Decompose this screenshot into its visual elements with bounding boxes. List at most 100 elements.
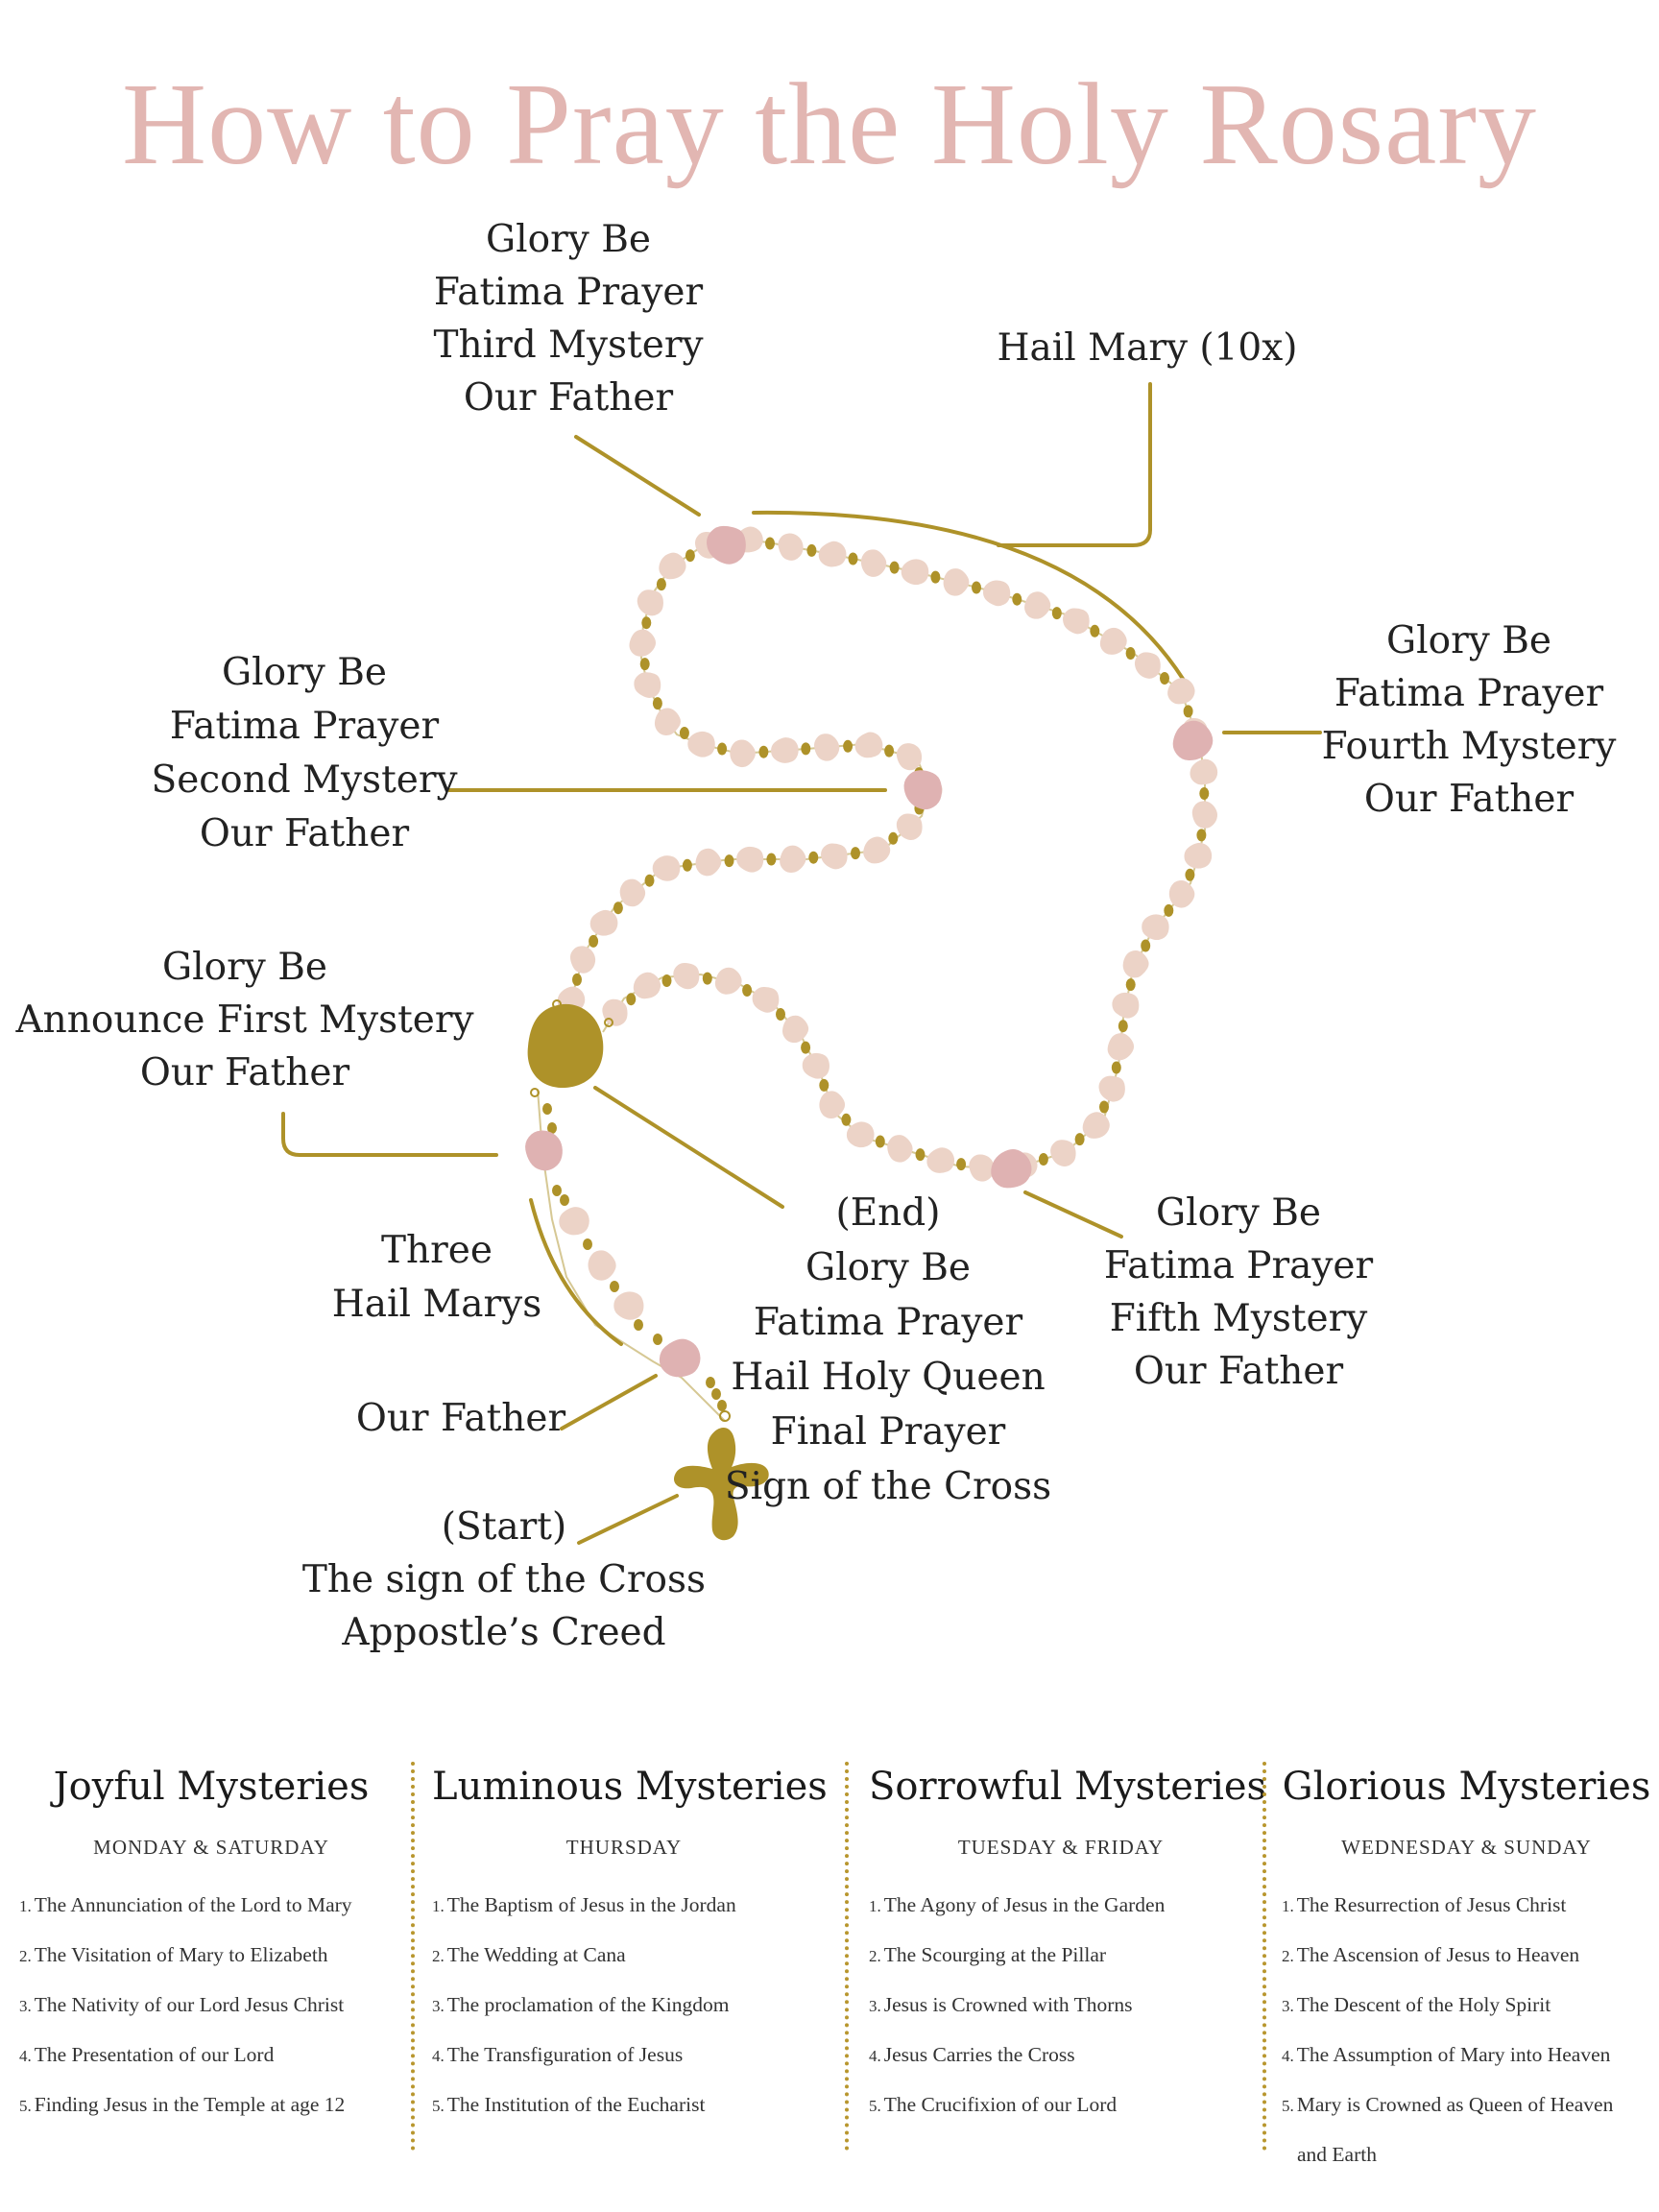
- chain-link: [1196, 829, 1207, 842]
- chain-link: [717, 1400, 727, 1411]
- mystery-item: 3.Jesus is Crowned with Thorns: [869, 1993, 1133, 2016]
- chain-link: [742, 984, 753, 997]
- label-line: Hail Holy Queen: [731, 1356, 1045, 1399]
- chain-link: [583, 1238, 592, 1250]
- rosary-beads: [525, 525, 1218, 1411]
- mystery-item: 2.The Ascension of Jesus to Heaven: [1282, 1943, 1580, 1966]
- chain-link: [875, 1135, 885, 1148]
- chain-link: [653, 1334, 662, 1345]
- crucifix-shape: [673, 1428, 769, 1541]
- chain-link: [758, 745, 769, 758]
- glorious-mysteries-heading: Glorious Mysteries: [1282, 1765, 1651, 1809]
- label-line: Fatima Prayer: [1104, 1244, 1374, 1287]
- hail-mary-bead: [814, 733, 840, 761]
- label-line: Our Father: [356, 1397, 566, 1440]
- chain-link: [841, 1113, 852, 1126]
- hail-mary-bead: [819, 1091, 846, 1119]
- hail-mary-bead: [730, 739, 756, 768]
- chain-link: [641, 616, 652, 630]
- leader-first-mystery: [281, 1112, 498, 1157]
- hail-mary-bead: [1168, 879, 1195, 908]
- chain-link: [801, 1041, 811, 1054]
- hail-mary-bead: [1024, 591, 1051, 619]
- glorious-mysteries-list: 1.The Resurrection of Jesus Christ 2.The…: [1282, 1881, 1651, 2178]
- leader-start: [577, 1494, 679, 1545]
- medal-ring-right: [604, 1018, 613, 1027]
- hail-mary-bead: [695, 848, 722, 877]
- hail-mary-bead: [569, 946, 596, 974]
- hail-mary-bead: [588, 1250, 616, 1281]
- chain-link: [652, 697, 662, 710]
- hail-mary-bead: [1142, 914, 1169, 941]
- hail-mary-bead: [637, 589, 663, 616]
- mystery-item: 4.The Presentation of our Lord: [19, 2043, 275, 2066]
- mystery-item: 4.The Assumption of Mary into Heaven: [1282, 2043, 1611, 2066]
- chain-link: [1164, 903, 1174, 917]
- hail-mary-bead: [887, 1135, 913, 1163]
- label-line: (End): [836, 1191, 941, 1235]
- hail-mary-bead: [802, 1052, 830, 1079]
- joyful-mysteries-heading: Joyful Mysteries: [53, 1765, 370, 1809]
- hail-mary-bead: [943, 568, 970, 596]
- hail-mary-bead: [1098, 1075, 1125, 1102]
- hail-mary-bead: [559, 1207, 589, 1236]
- chain-link: [1099, 1100, 1109, 1114]
- chain-link: [956, 1158, 967, 1171]
- label-line: Glory Be: [805, 1246, 971, 1289]
- label-line: Glory Be: [1156, 1191, 1321, 1235]
- label-line: Our Father: [140, 1051, 350, 1094]
- our-father-bead: [707, 525, 746, 565]
- chain-link: [560, 1194, 569, 1206]
- chain-link: [682, 858, 692, 872]
- leader-hail-mary-arc: [752, 510, 1192, 693]
- hail-mary-bead: [736, 846, 764, 873]
- chain-link: [848, 552, 858, 565]
- leader-third-mystery: [574, 435, 701, 517]
- chain-link: [639, 658, 650, 671]
- chain-link: [1090, 624, 1100, 637]
- hail-mary-bead: [982, 580, 1011, 607]
- hail-mary-bead: [752, 986, 780, 1013]
- glorious-days: WEDNESDAY & SUNDAY: [1341, 1836, 1592, 1859]
- label-line: Three: [381, 1229, 493, 1272]
- mystery-item: 3.The Nativity of our Lord Jesus Christ: [19, 1993, 345, 2016]
- crucifix-icon: [673, 1410, 769, 1541]
- leader-our-father: [560, 1374, 658, 1431]
- joyful-days: MONDAY & SATURDAY: [93, 1836, 329, 1859]
- label-our-father: Our Father: [356, 1397, 566, 1440]
- mystery-item: 1.The Resurrection of Jesus Christ: [1282, 1893, 1567, 1916]
- label-line: Announce First Mystery: [14, 998, 473, 1042]
- hail-mary-bead: [1134, 652, 1161, 679]
- chain-link: [634, 1319, 643, 1331]
- chain-link: [1125, 978, 1136, 992]
- chain-link: [724, 854, 734, 868]
- luminous-mysteries-list: 1.The Baptism of Jesus in the Jordan 2.T…: [432, 1881, 816, 2130]
- chain-link: [819, 1078, 830, 1092]
- hail-mary-bead: [1107, 1033, 1135, 1061]
- chain-link: [679, 727, 689, 739]
- sorrowful-mysteries-column: Sorrowful Mysteries TUESDAY & FRIDAY 1.T…: [869, 1765, 1266, 2130]
- chain-link: [610, 1281, 619, 1292]
- hail-mary-bead: [633, 972, 661, 999]
- mystery-item: 3.The proclamation of the Kingdom: [432, 1993, 730, 2016]
- hail-mary-bead: [770, 737, 799, 763]
- label-line: Fourth Mystery: [1322, 725, 1617, 768]
- label-line: Glory Be: [162, 946, 327, 989]
- medal-ring-top: [552, 999, 562, 1009]
- mystery-item: 1.The Agony of Jesus in the Garden: [869, 1893, 1166, 1916]
- chain-link: [1118, 1020, 1128, 1033]
- mystery-item: 4.The Transfiguration of Jesus: [432, 2043, 684, 2066]
- chain-link: [806, 543, 817, 557]
- chain-link: [1185, 868, 1195, 881]
- our-father-bead: [659, 1338, 701, 1378]
- chain-link: [972, 581, 981, 594]
- label-line: Appostle’s Creed: [341, 1611, 665, 1654]
- chain-link: [808, 851, 819, 864]
- column-divider: [1262, 1762, 1266, 2151]
- hail-mary-bead: [1190, 758, 1218, 785]
- hail-mary-bead: [654, 708, 681, 735]
- chain-link: [1074, 1133, 1085, 1146]
- luminous-days: THURSDAY: [565, 1836, 683, 1859]
